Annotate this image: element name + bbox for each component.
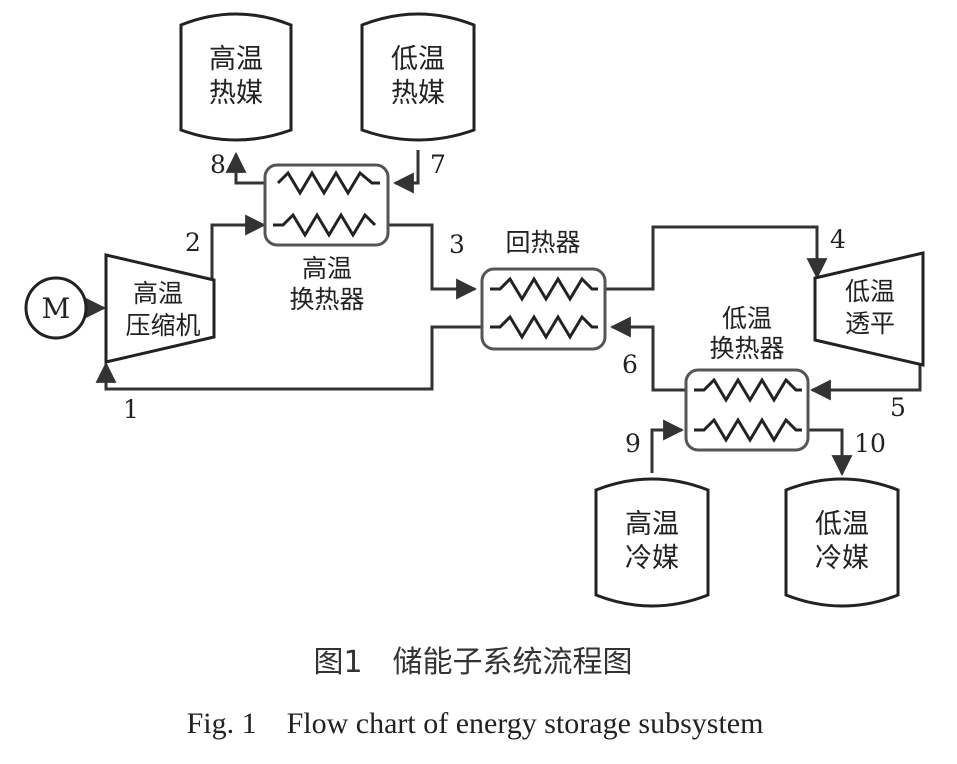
hx-high-coil-bottom <box>273 212 377 238</box>
pipe-state-5 <box>809 358 922 401</box>
hx-low-coil-bottom <box>694 417 802 443</box>
recuperator-coil-top <box>490 276 598 302</box>
hx-low-box <box>684 368 810 452</box>
hx-low-label-line1: 低温 <box>722 304 772 333</box>
pipe-state-2 <box>210 214 267 281</box>
state-label-5: 5 <box>890 393 906 422</box>
state-label-3: 3 <box>449 230 465 259</box>
caption-cn: 图1 储能子系统流程图 <box>313 645 632 680</box>
tank-cold-cold-medium-line2: 冷媒 <box>815 543 869 574</box>
expander-label-line2: 透平 <box>845 309 895 338</box>
compressor-label-line2: 压缩机 <box>125 311 200 340</box>
motor-label: M <box>42 292 71 325</box>
tank-hot-heat-medium <box>179 12 293 142</box>
pipe-state-6 <box>609 316 686 392</box>
state-label-1: 1 <box>123 395 139 424</box>
pipe-state-10 <box>808 428 853 477</box>
caption-en: Fig. 1 Flow chart of energy storage subs… <box>187 707 764 740</box>
hx-low-coil-top <box>694 377 802 403</box>
tank-cold-heat-medium <box>360 12 476 142</box>
recuperator-label: 回热器 <box>505 228 580 257</box>
hx-high-coil-top <box>276 170 380 196</box>
expander-shape <box>813 251 925 367</box>
pipe-state-3 <box>388 223 478 300</box>
hx-high-label-line2: 换热器 <box>289 285 364 314</box>
pipe-state-1 <box>95 325 482 391</box>
tank-hot-heat-medium-line1: 高温 <box>209 44 263 75</box>
state-label-2: 2 <box>185 228 201 257</box>
tank-hot-cold-medium <box>594 477 710 608</box>
tank-cold-cold-medium <box>784 477 900 608</box>
compressor-shape <box>104 253 216 364</box>
expander-label-line1: 低温 <box>845 277 895 306</box>
hx-low-label-line2: 换热器 <box>709 334 784 363</box>
tank-hot-cold-medium-line1: 高温 <box>625 509 679 540</box>
pipe-state-7 <box>392 150 420 194</box>
state-label-9: 9 <box>625 429 641 458</box>
state-label-8: 8 <box>210 150 226 179</box>
state-label-6: 6 <box>622 350 638 379</box>
motor-circle <box>24 276 88 340</box>
hx-high-label-line1: 高温 <box>302 254 352 283</box>
tank-cold-cold-medium-line1: 低温 <box>815 509 869 540</box>
state-label-4: 4 <box>830 225 846 254</box>
recuperator-box <box>480 267 607 351</box>
tank-cold-heat-medium-line1: 低温 <box>391 44 445 75</box>
tank-hot-heat-medium-line2: 热媒 <box>209 78 263 109</box>
pipe-state-8 <box>225 151 265 185</box>
recuperator-coil-bottom <box>490 314 598 340</box>
tank-hot-cold-medium-line2: 冷媒 <box>625 543 679 574</box>
pipe-state-9 <box>650 419 685 473</box>
state-label-10: 10 <box>854 429 886 458</box>
pipe-state-4 <box>605 225 828 291</box>
compressor-label-line1: 高温 <box>133 279 183 308</box>
tank-cold-heat-medium-line2: 热媒 <box>391 78 445 109</box>
state-label-7: 7 <box>430 150 446 179</box>
